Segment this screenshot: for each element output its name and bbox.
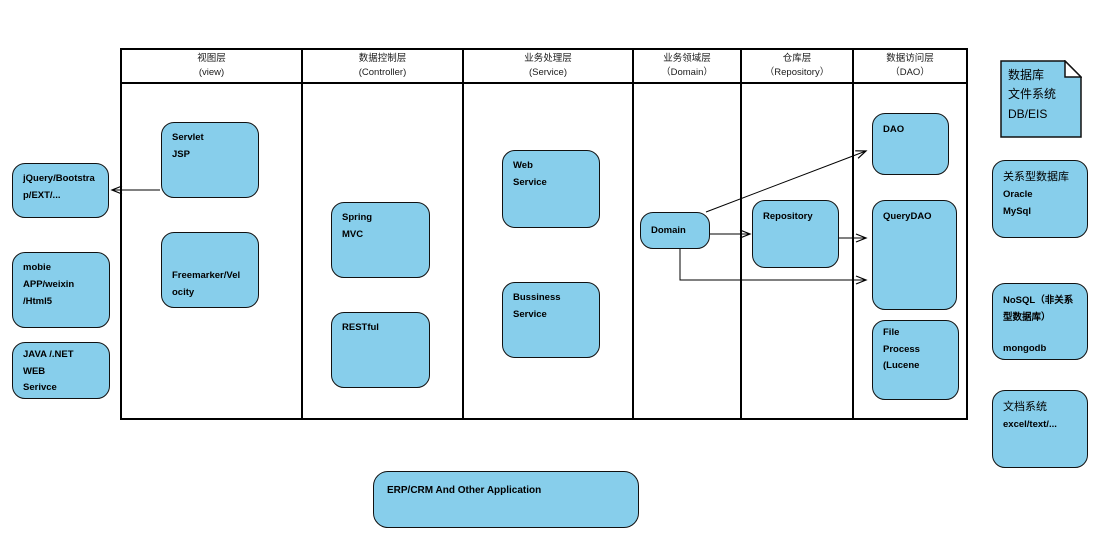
layer-title-en: (view): [198, 67, 225, 78]
rdbms-title: 关系型数据库: [1003, 171, 1069, 183]
rdbms-oracle: Oracle: [1003, 189, 1033, 201]
docsys-formats: excel/text/...: [1003, 419, 1057, 431]
node-erp-crm-application[interactable]: ERP/CRM And Other Application: [373, 471, 639, 528]
layer-header-repository: 仓库层 （Repository）: [742, 50, 852, 82]
node-document-system[interactable]: 文档系统 excel/text/...: [992, 390, 1088, 468]
nosql-title-2: 型数据库）: [1003, 312, 1051, 324]
docsys-title: 文档系统: [1003, 401, 1047, 413]
layer-title-en: (Service): [528, 67, 567, 78]
rdbms-mysql: MySql: [1003, 206, 1031, 218]
node-mobile-app[interactable]: mobie APP/weixin /Html5: [12, 252, 110, 328]
node-bussiness-service[interactable]: Bussiness Service: [502, 282, 600, 358]
layer-title-cn: 业务处理层: [524, 53, 572, 65]
layer-header-domain: 业务领域层 （Domain）: [634, 50, 740, 82]
node-relational-db[interactable]: 关系型数据库 Oracle MySql: [992, 160, 1088, 238]
nosql-title-1: NoSQL（非关系: [1003, 295, 1074, 306]
layer-header-controller: 数据控制层 (Controller): [303, 50, 462, 82]
column-divider: [852, 50, 854, 418]
node-querydao[interactable]: QueryDAO: [872, 200, 957, 310]
node-repository[interactable]: Repository: [752, 200, 839, 268]
node-restful[interactable]: RESTful: [331, 312, 430, 388]
node-spring-mvc[interactable]: Spring MVC: [331, 202, 430, 278]
column-divider: [632, 50, 634, 418]
node-jquery-bootstrap[interactable]: jQuery/Bootstra p/EXT/...: [12, 163, 109, 218]
layer-header-dao: 数据访问层 （DAO）: [854, 50, 966, 82]
layer-title-en: （DAO）: [890, 67, 930, 78]
note-text: 数据库 文件系统 DB/EIS: [1008, 68, 1057, 121]
node-java-net-web-service[interactable]: JAVA /.NET WEB Serivce: [12, 342, 110, 399]
layer-title-en: (Controller): [358, 67, 407, 78]
node-database-filesystem-note[interactable]: 数据库 文件系统 DB/EIS: [1000, 60, 1082, 138]
column-divider: [462, 50, 464, 418]
node-servlet-jsp[interactable]: Servlet JSP: [161, 122, 259, 198]
layer-title-cn: 数据访问层: [886, 53, 934, 65]
layer-title-cn: 数据控制层: [358, 53, 407, 65]
layer-title-cn: 业务领域层: [663, 53, 711, 65]
nosql-mongodb: mongodb: [1003, 343, 1047, 355]
node-web-service[interactable]: Web Service: [502, 150, 600, 228]
note-shape-outline: [1000, 60, 1082, 138]
layer-header-service: 业务处理层 (Service): [464, 50, 632, 82]
node-domain[interactable]: Domain: [640, 212, 710, 249]
layer-title-en: （Domain）: [661, 67, 713, 78]
header-divider: [122, 82, 966, 84]
layer-header-view: 视图层 (view): [122, 50, 301, 82]
node-nosql-db[interactable]: NoSQL（非关系 型数据库） mongodb: [992, 283, 1088, 360]
column-divider: [740, 50, 742, 418]
layer-title-en: （Repository）: [764, 67, 830, 78]
column-divider: [301, 50, 303, 418]
node-freemarker-velocity[interactable]: Freemarker/Vel ocity: [161, 232, 259, 308]
layer-title-cn: 视图层: [197, 53, 226, 65]
node-dao[interactable]: DAO: [872, 113, 949, 175]
layer-title-cn: 仓库层: [782, 53, 812, 65]
node-file-process-lucene[interactable]: File Process (Lucene: [872, 320, 959, 400]
layer-table: 视图层 (view) 数据控制层 (Controller) 业务处理层 (Ser…: [120, 48, 968, 420]
